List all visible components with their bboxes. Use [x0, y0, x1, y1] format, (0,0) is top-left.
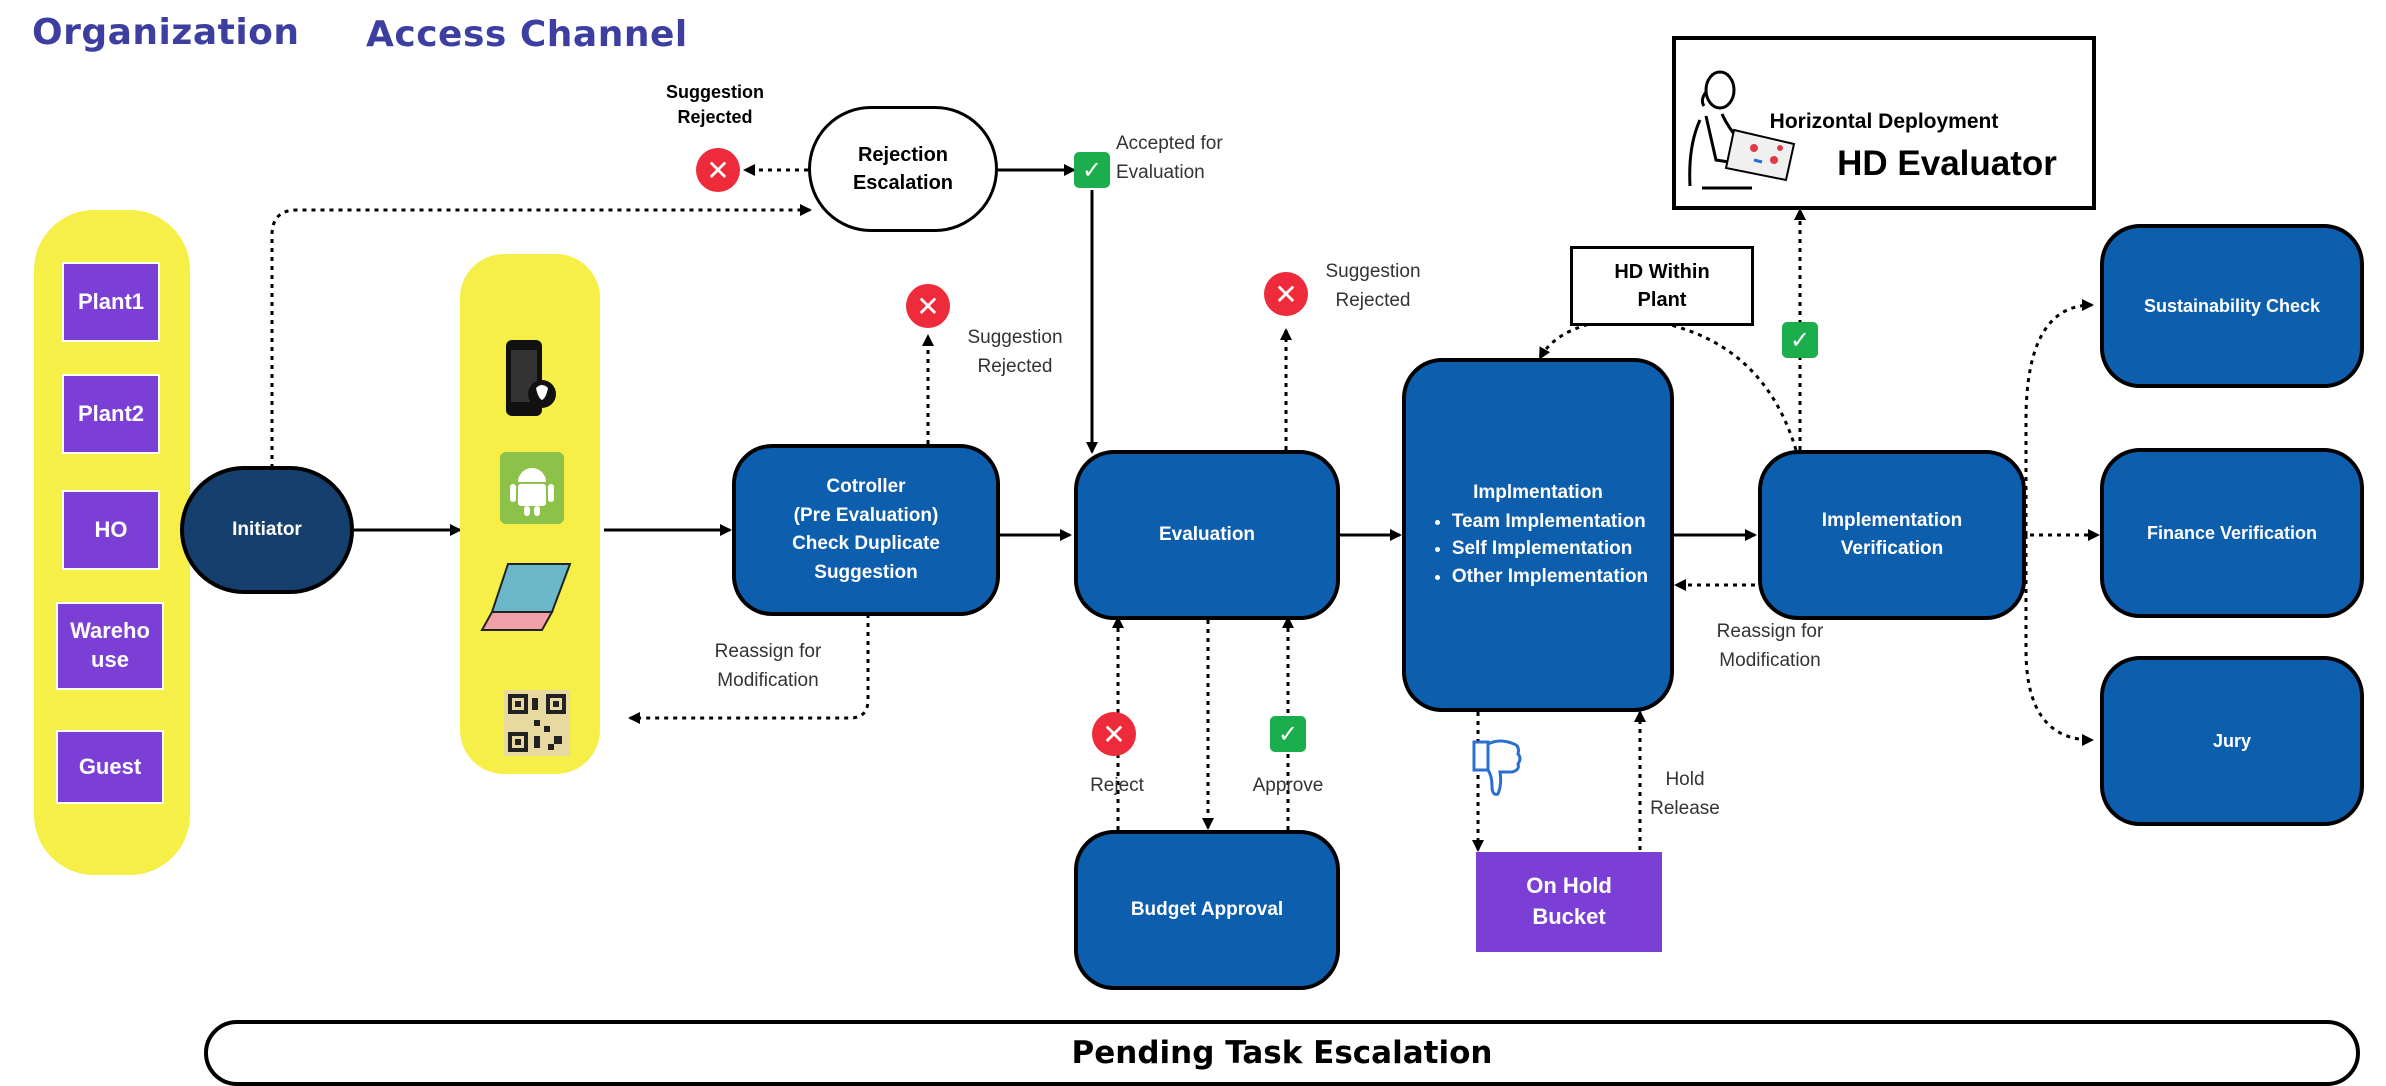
qr-code-icon[interactable]	[504, 690, 570, 756]
org-unit-guest[interactable]: Guest	[56, 730, 164, 804]
laptop-icon[interactable]	[480, 560, 576, 634]
implementation-verification-label: Implementation Verification	[1821, 509, 1963, 560]
initiator-node[interactable]: Initiator	[180, 466, 354, 594]
on-hold-bucket-node[interactable]: On Hold Bucket	[1476, 852, 1662, 952]
controller-line-4: Suggestion	[814, 561, 918, 583]
suggestion-rejected-controller-label: Suggestion Rejected	[967, 327, 1063, 377]
controller-line-2: (Pre Evaluation)	[793, 504, 939, 526]
org-unit-plant2[interactable]: Plant2	[62, 374, 160, 454]
reassign-verification-label: Reassign for Modification	[1716, 621, 1824, 671]
pending-task-escalation-label: Pending Task Escalation	[1071, 1035, 1493, 1071]
evaluation-node[interactable]: Evaluation	[1074, 450, 1340, 620]
accepted-for-evaluation-label: Accepted for Evaluation	[1116, 133, 1223, 183]
apple-phone-icon[interactable]	[502, 338, 558, 422]
access-channel-header: Access Channel	[366, 14, 688, 55]
evaluator-person-icon	[1688, 70, 1796, 190]
reject-x-icon: ✕	[696, 148, 740, 192]
android-icon[interactable]	[500, 452, 564, 524]
org-unit-warehouse[interactable]: Wareho use	[56, 602, 164, 690]
suggestion-rejected-evaluation-label: Suggestion Rejected	[1325, 261, 1421, 311]
initiator-label: Initiator	[232, 518, 302, 540]
finance-verification-label: Finance Verification	[2146, 522, 2318, 543]
reassign-controller-label: Reassign for Modification	[714, 641, 822, 691]
implementation-item: Self Implementation	[1452, 535, 1648, 563]
accepted-check-icon: ✓	[1074, 152, 1110, 188]
sustainability-check-label: Sustainability Check	[2143, 295, 2321, 316]
org-unit-plant1[interactable]: Plant1	[62, 262, 160, 342]
rejection-escalation-node[interactable]: Rejection Escalation	[808, 106, 998, 232]
hd-within-plant-label: HD Within Plant	[1614, 261, 1710, 311]
org-unit-ho[interactable]: HO	[62, 490, 160, 570]
reject-x-icon: ✕	[1092, 712, 1136, 756]
approve-check-icon: ✓	[1270, 716, 1306, 752]
thumbs-down-icon	[1470, 736, 1524, 800]
horizontal-deployment-label: Horizontal Deployment	[1769, 110, 1999, 133]
jury-node[interactable]: Jury	[2100, 656, 2364, 826]
hd-within-plant-box[interactable]: HD Within Plant	[1570, 246, 1754, 326]
budget-approval-label: Budget Approval	[1130, 898, 1284, 920]
implementation-item: Team Implementation	[1452, 508, 1648, 536]
controller-line-1: Cotroller	[826, 476, 906, 497]
hd-evaluator-box[interactable]: Horizontal Deployment HD Evaluator	[1672, 36, 2096, 210]
hd-evaluator-label: HD Evaluator	[1837, 144, 2057, 183]
rejection-escalation-label: Rejection Escalation	[852, 144, 954, 194]
reject-x-icon: ✕	[906, 284, 950, 328]
on-hold-bucket-label: On Hold Bucket	[1526, 873, 1612, 929]
implementation-title: Implmentation	[1473, 482, 1603, 504]
evaluation-label: Evaluation	[1158, 523, 1256, 545]
budget-approval-node[interactable]: Budget Approval	[1074, 830, 1340, 990]
organization-header: Organization	[32, 12, 300, 53]
suggestion-rejected-top-label: Suggestion Rejected	[666, 82, 764, 128]
implementation-verification-node[interactable]: Implementation Verification	[1758, 450, 2026, 620]
jury-label: Jury	[2212, 730, 2252, 751]
implementation-list: Team Implementation Self Implementation …	[1428, 508, 1648, 591]
pending-task-escalation-bar[interactable]: Pending Task Escalation	[204, 1020, 2360, 1086]
approve-check-icon: ✓	[1782, 322, 1818, 358]
implementation-node[interactable]: Implmentation Team Implementation Self I…	[1402, 358, 1674, 712]
approve-label: Approve	[1252, 775, 1324, 796]
hold-release-label: Hold Release	[1650, 769, 1720, 819]
finance-verification-node[interactable]: Finance Verification	[2100, 448, 2364, 618]
sustainability-check-node[interactable]: Sustainability Check	[2100, 224, 2364, 388]
reject-x-icon: ✕	[1264, 272, 1308, 316]
controller-line-3: Check Duplicate	[792, 533, 940, 554]
implementation-item: Other Implementation	[1452, 563, 1648, 591]
controller-node[interactable]: Cotroller (Pre Evaluation) Check Duplica…	[732, 444, 1000, 616]
reject-label: Reject	[1090, 775, 1144, 796]
